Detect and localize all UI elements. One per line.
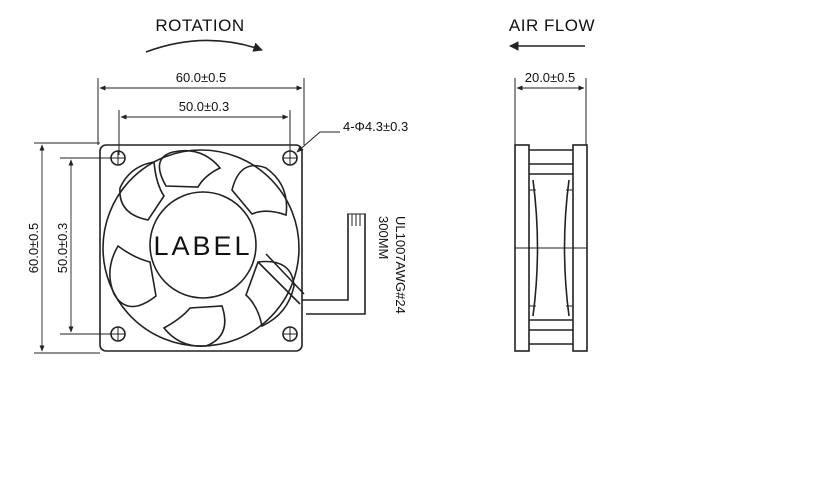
rotation-label: ROTATION: [155, 16, 244, 35]
rotation-arrow-icon: [145, 39, 263, 53]
front-view: ROTATION 60.0±0.5 50.0±0.3 60.0±0.5 50.0…: [26, 16, 408, 354]
fan-hub: [149, 191, 257, 299]
overall-width-label: 60.0±0.5: [176, 70, 227, 85]
overall-height-label: 60.0±0.5: [26, 223, 41, 274]
wire-length-label: 300MM: [376, 216, 391, 259]
side-profile: [514, 144, 588, 352]
hole-spacing-height-label: 50.0±0.3: [55, 223, 70, 274]
hub-label: LABEL: [153, 231, 252, 261]
mounting-holes: [110, 150, 298, 342]
mount-hole-leader-line: [296, 131, 340, 153]
fan-blades: [109, 149, 295, 347]
airflow-label: AIR FLOW: [509, 16, 595, 35]
side-view: AIR FLOW 20.0±0.5: [509, 16, 595, 352]
depth-label: 20.0±0.5: [525, 70, 576, 85]
wire-lead: [257, 213, 366, 315]
hole-spacing-width-label: 50.0±0.3: [179, 99, 230, 114]
mount-hole-label: 4-Φ4.3±0.3: [343, 119, 408, 134]
fan-frame: [99, 144, 303, 352]
wire-spec-label: UL1007AWG#24: [393, 216, 408, 314]
